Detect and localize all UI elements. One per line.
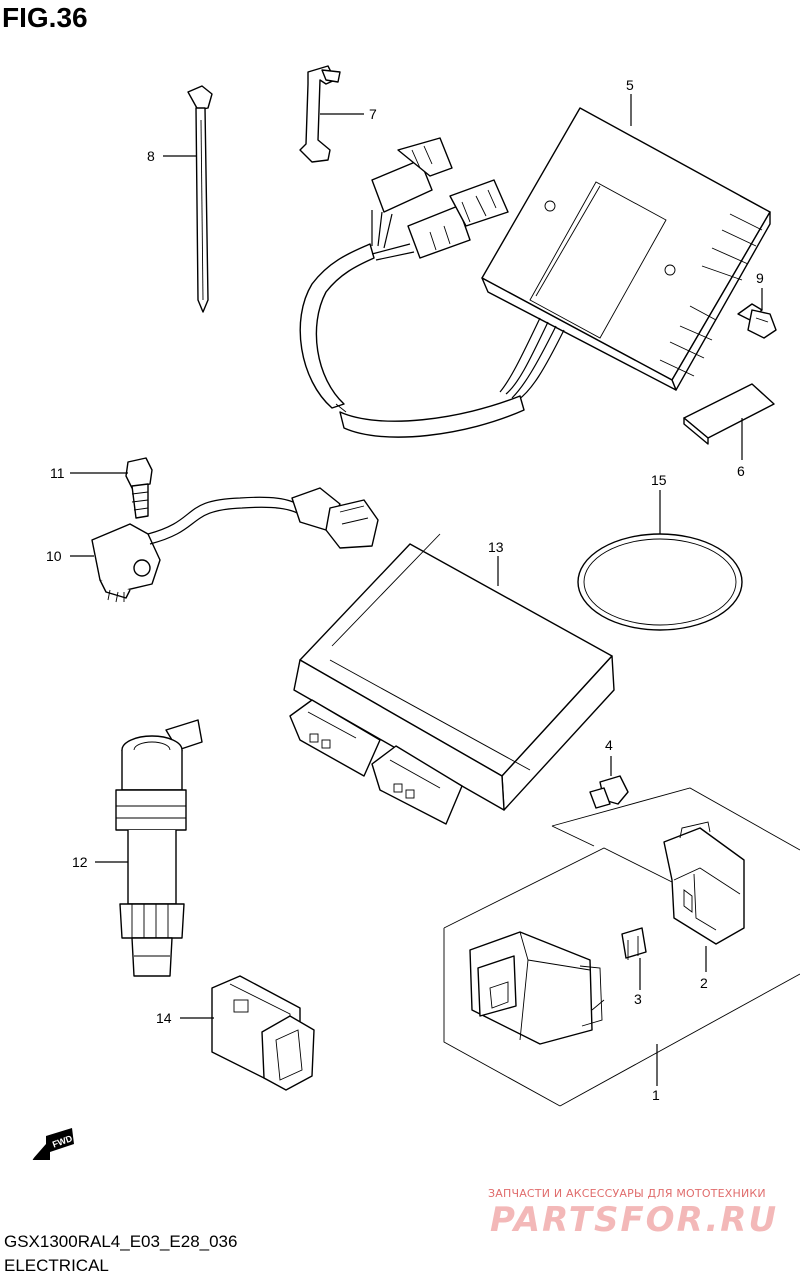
part-1-assembly-group[interactable]: [443, 787, 800, 1107]
callout-10: 10: [46, 548, 62, 564]
part-10-sensor[interactable]: [91, 487, 379, 603]
part-13-ecm[interactable]: [289, 533, 615, 825]
part-8-cable-tie[interactable]: [187, 85, 213, 313]
part-7-clamp[interactable]: [299, 65, 341, 163]
callout-11: 11: [50, 465, 65, 481]
section-name: ELECTRICAL: [4, 1256, 109, 1275]
part-3-fuse[interactable]: [621, 927, 647, 960]
callout-5: 5: [626, 77, 634, 93]
part-9-bolt[interactable]: [737, 303, 777, 339]
callout-8: 8: [147, 148, 155, 164]
callout-1: 1: [652, 1087, 660, 1103]
callout-9: 9: [756, 270, 764, 286]
callout-7: 7: [369, 106, 377, 122]
callout-12: 12: [72, 854, 88, 870]
model-code: GSX1300RAL4_E03_E28_036: [4, 1232, 238, 1251]
part-6-pad[interactable]: [683, 383, 775, 445]
callout-13: 13: [488, 539, 504, 555]
callout-14: 14: [156, 1010, 172, 1026]
part-5-regulator-rectifier[interactable]: [299, 107, 771, 438]
part-4-bolt[interactable]: [589, 775, 629, 809]
figure-title: FIG.36: [2, 2, 88, 33]
part-2-cover[interactable]: [663, 821, 745, 945]
watermark-caption: ЗАПЧАСТИ И АКСЕССУАРЫ ДЛЯ МОТОТЕХНИКИ: [488, 1187, 766, 1200]
callout-4: 4: [605, 737, 613, 753]
part-15-o-ring[interactable]: [577, 533, 743, 631]
part-11-bolt[interactable]: [125, 457, 153, 519]
part-12-ignition-coil[interactable]: [115, 719, 203, 977]
callout-15: 15: [651, 472, 667, 488]
callout-3: 3: [634, 991, 642, 1007]
callout-6: 6: [737, 463, 745, 479]
fwd-arrow-icon: [31, 1128, 74, 1161]
part-14-connector[interactable]: [211, 975, 315, 1091]
callout-2: 2: [700, 975, 708, 991]
watermark-logo: PARTSFOR.RU: [490, 1200, 779, 1240]
